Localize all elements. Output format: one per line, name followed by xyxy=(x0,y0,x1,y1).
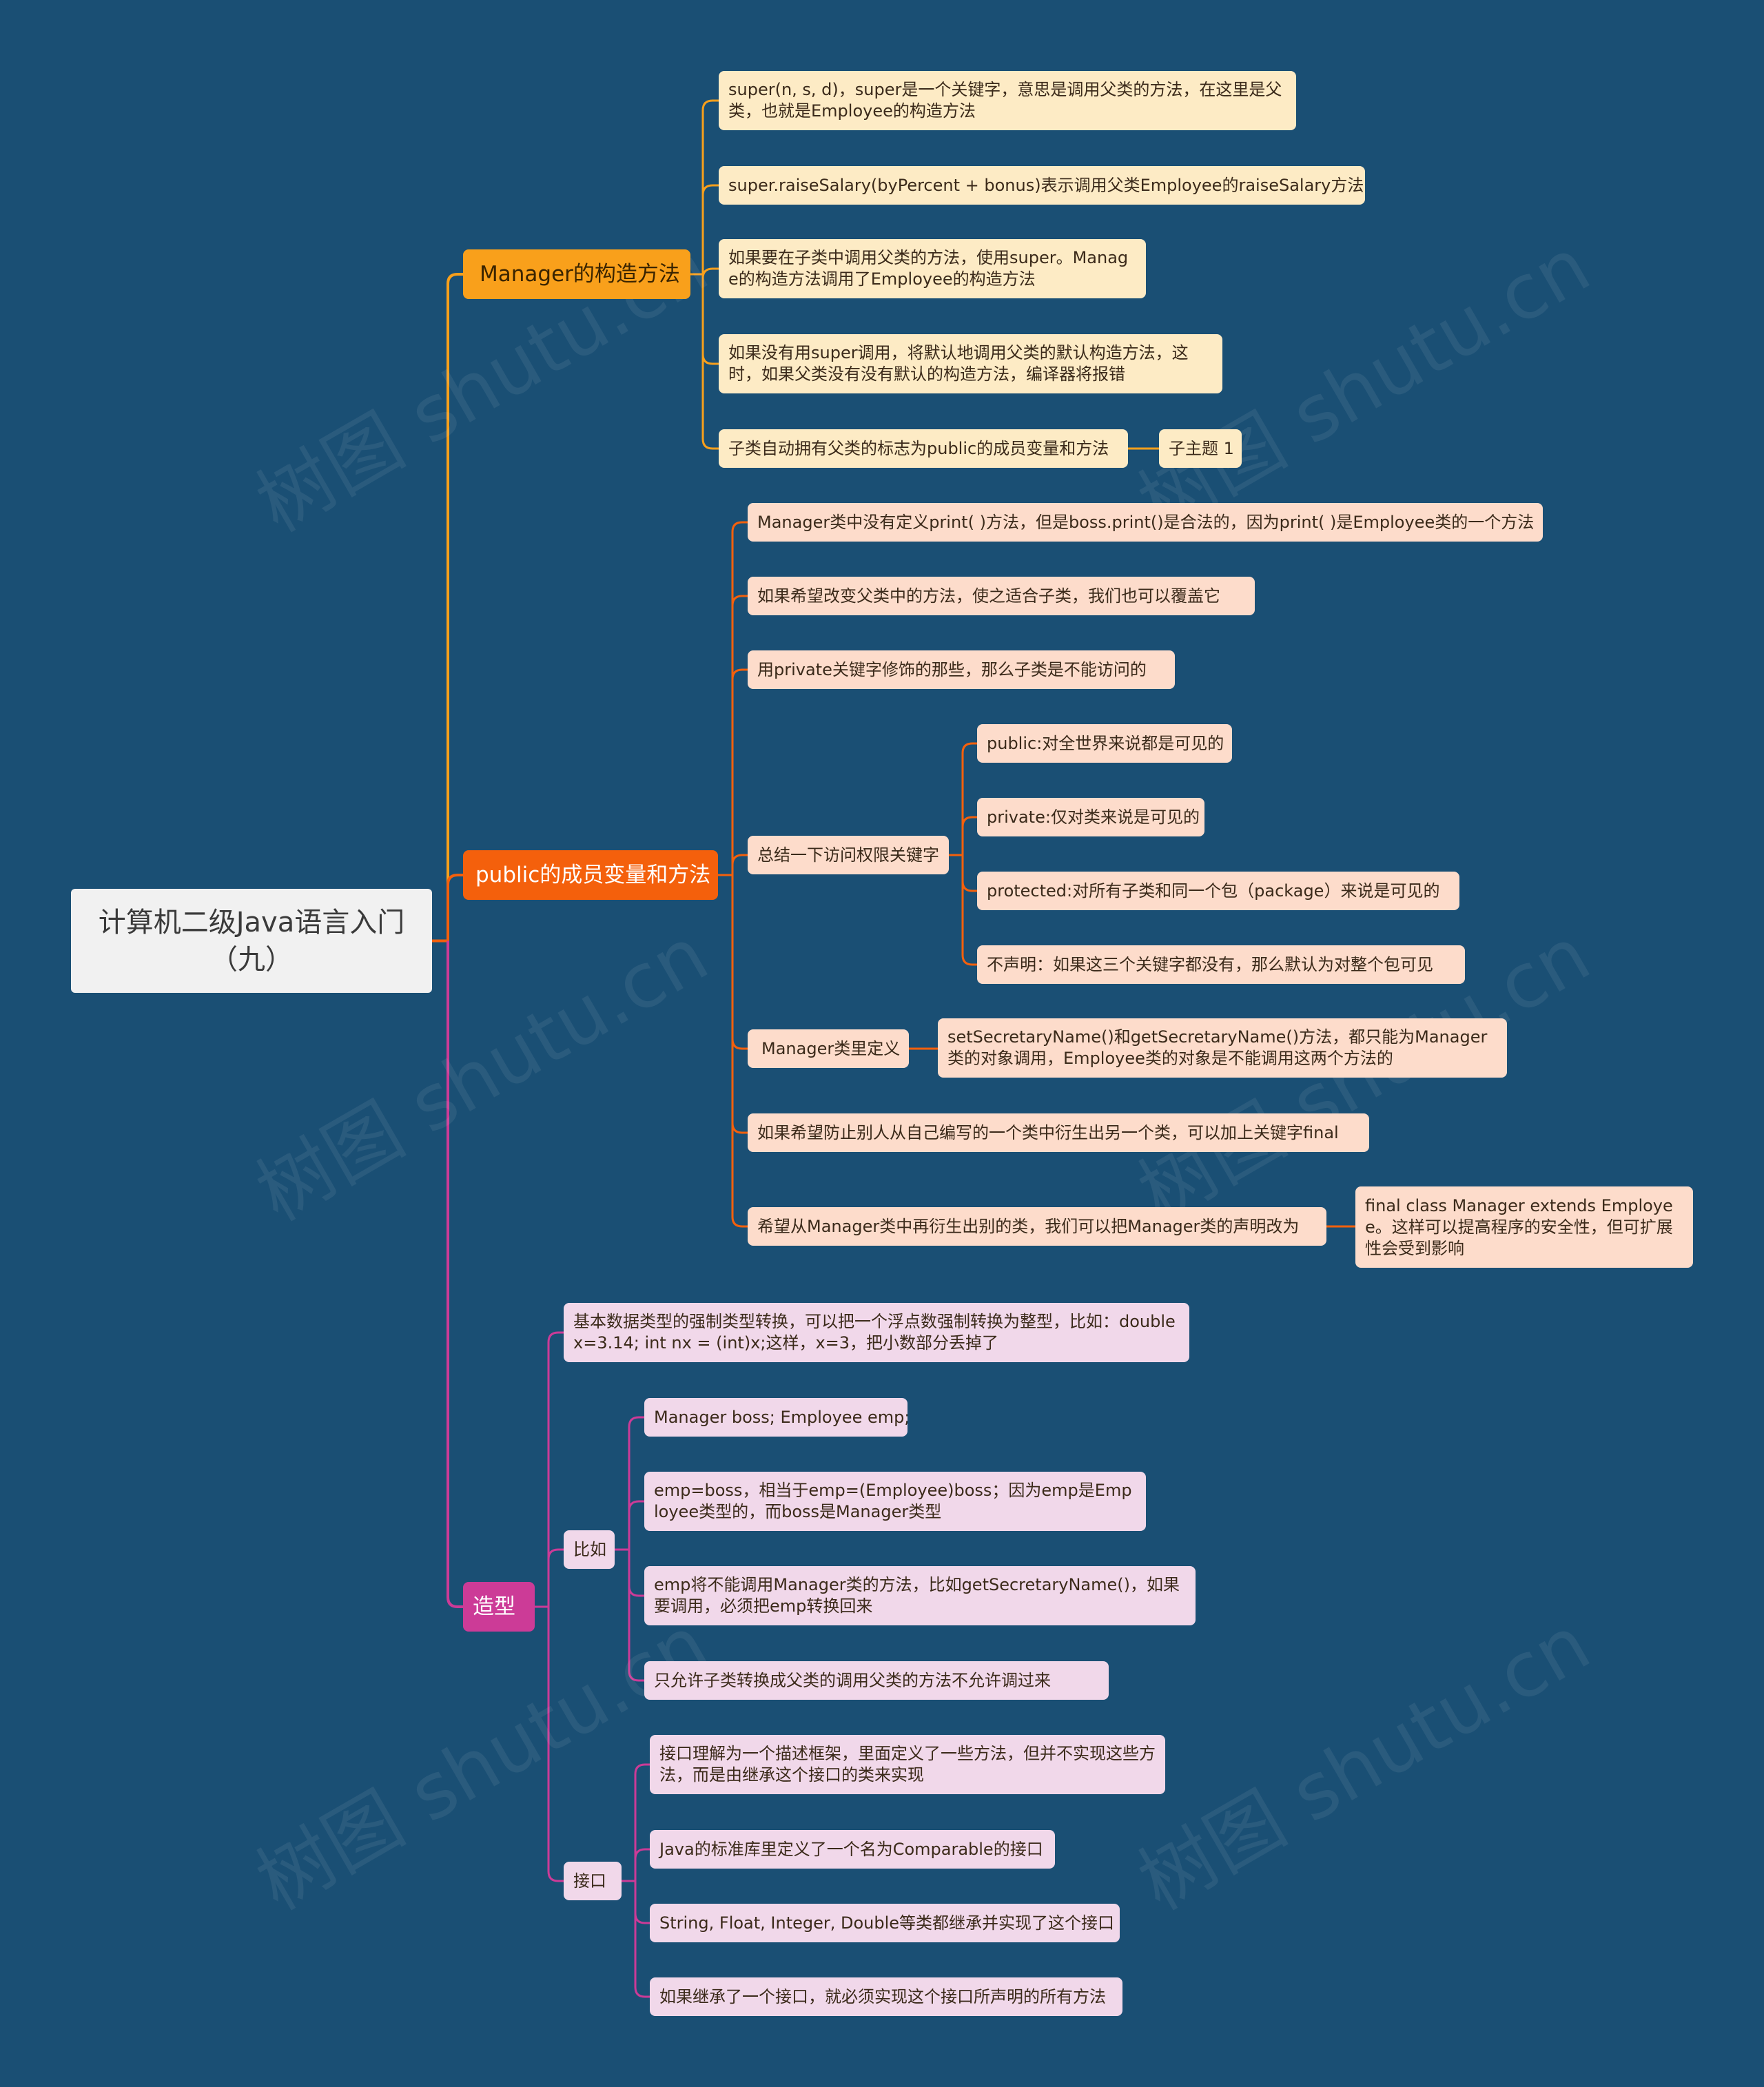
topic-super-raise-salary[interactable]: super.raiseSalary(byPercent + bonus)表示调用… xyxy=(719,166,1365,205)
connector-line xyxy=(634,1881,650,1998)
example-assign[interactable]: emp=boss，相当于emp=(Employee)boss；因为emp是Emp… xyxy=(644,1472,1146,1531)
manager-defs-detail[interactable]: setSecretaryName()和getSecretaryName()方法，… xyxy=(938,1018,1507,1078)
example-upcast-only[interactable]: 只允许子类转换成父类的调用父类的方法不允许调过来 xyxy=(644,1661,1109,1700)
topic-call-parent-method[interactable]: 如果要在子类中调用父类的方法，使用super。Manage的构造方法调用了Emp… xyxy=(719,239,1146,298)
example-cannot-call[interactable]: emp将不能调用Manager类的方法，比如getSecretaryName()… xyxy=(644,1566,1196,1625)
connector-line xyxy=(731,521,748,875)
example-declare[interactable]: Manager boss; Employee emp; xyxy=(644,1398,907,1437)
connector-line xyxy=(547,1607,564,1882)
connector-line xyxy=(961,855,977,892)
interface-must-implement[interactable]: 如果继承了一个接口，就必须实现这个接口所声明的所有方法 xyxy=(650,1977,1122,2016)
connector-line xyxy=(447,874,463,941)
topic-access-summary[interactable]: 总结一下访问权限关键字 xyxy=(748,836,949,874)
connector-line xyxy=(731,875,748,1134)
branch-cast[interactable]: 造型 xyxy=(463,1582,535,1632)
connector-line xyxy=(547,1548,564,1607)
access-public[interactable]: public:对全世界来说都是可见的 xyxy=(977,724,1232,763)
access-private[interactable]: private:仅对类来说是可见的 xyxy=(977,798,1204,836)
access-protected[interactable]: protected:对所有子类和同一个包（package）来说是可见的 xyxy=(977,872,1459,910)
connector-line xyxy=(731,854,748,875)
branch-public-members[interactable]: public的成员变量和方法 xyxy=(463,850,718,900)
topic-print-method[interactable]: Manager类中没有定义print( )方法，但是boss.print()是合… xyxy=(748,503,1543,542)
connector-line xyxy=(961,742,977,855)
topic-primitive-cast[interactable]: 基本数据类型的强制类型转换，可以把一个浮点数强制转换为整型，比如：double … xyxy=(564,1303,1189,1362)
connector-line xyxy=(701,267,719,279)
access-default[interactable]: 不声明：如果这三个关键字都没有，那么默认为对整个包可见 xyxy=(977,945,1465,984)
connector-line xyxy=(628,1416,644,1550)
connector-line xyxy=(628,1550,644,1597)
connector-line xyxy=(731,875,748,1228)
connector-line xyxy=(731,595,748,875)
interface-definition[interactable]: 接口理解为一个描述框架，里面定义了一些方法，但并不实现这些方法，而是由继承这个接… xyxy=(650,1735,1165,1794)
connector-line xyxy=(731,668,748,875)
sub-topic-1[interactable]: 子主题 1 xyxy=(1159,429,1242,468)
connector-line xyxy=(628,1550,644,1682)
connector-line xyxy=(447,273,463,941)
connector-line xyxy=(701,184,719,274)
connector-line xyxy=(634,1848,650,1881)
connector-line xyxy=(701,99,719,274)
connector-line xyxy=(547,1331,564,1607)
interface-comparable[interactable]: Java的标准库里定义了一个名为Comparable的接口 xyxy=(650,1830,1055,1869)
topic-override[interactable]: 如果希望改变父类中的方法，使之适合子类，我们也可以覆盖它 xyxy=(748,577,1255,615)
connector-line xyxy=(701,274,719,450)
topic-inherit-public[interactable]: 子类自动拥有父类的标志为public的成员变量和方法 xyxy=(719,429,1128,468)
root-topic[interactable]: 计算机二级Java语言入门（九） xyxy=(71,889,432,993)
topic-super-keyword[interactable]: super(n, s, d)，super是一个关键字，意思是调用父类的方法，在这… xyxy=(719,71,1296,130)
topic-default-constructor[interactable]: 如果没有用super调用，将默认地调用父类的默认构造方法，这时，如果父类没有没有… xyxy=(719,334,1222,393)
topic-interface[interactable]: 接口 xyxy=(564,1862,622,1900)
connector-line xyxy=(731,875,748,1050)
connector-line xyxy=(447,940,463,1608)
connector-line xyxy=(961,855,977,966)
redeclare-detail[interactable]: final class Manager extends Employee。这样可… xyxy=(1355,1186,1693,1268)
topic-example[interactable]: 比如 xyxy=(564,1530,615,1569)
interface-implementations[interactable]: String, Float, Integer, Double等类都继承并实现了这… xyxy=(650,1904,1120,1942)
connector-line xyxy=(634,1763,650,1881)
connector-line xyxy=(961,816,977,855)
connector-line xyxy=(628,1500,644,1550)
connector-line xyxy=(701,274,719,365)
topic-final-keyword[interactable]: 如果希望防止别人从自己编写的一个类中衍生出另一个类，可以加上关键字final xyxy=(748,1113,1369,1152)
branch-manager-constructor[interactable]: Manager的构造方法 xyxy=(463,249,690,299)
topic-manager-defs[interactable]: Manager类里定义 xyxy=(748,1029,909,1068)
connector-line xyxy=(634,1881,650,1924)
topic-redeclare[interactable]: 希望从Manager类中再衍生出别的类，我们可以把Manager类的声明改为 xyxy=(748,1207,1326,1246)
topic-private-access[interactable]: 用private关键字修饰的那些，那么子类是不能访问的 xyxy=(748,650,1175,689)
